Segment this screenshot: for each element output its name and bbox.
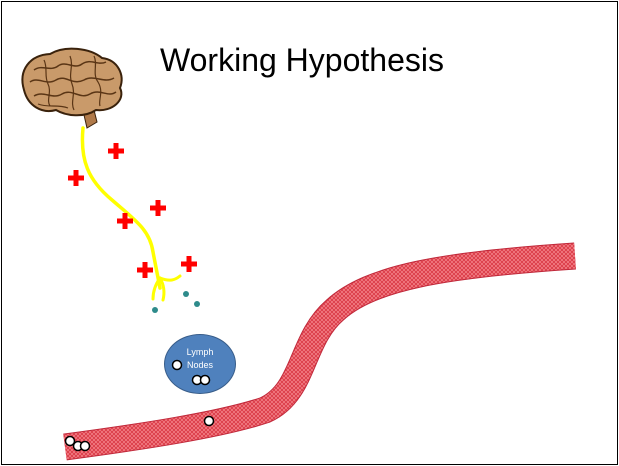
- blood-vessel: [63, 242, 576, 461]
- plus-icon: [108, 143, 124, 159]
- slide-title: Working Hypothesis: [160, 42, 444, 78]
- nerve-branch: [151, 276, 162, 301]
- plus-icon: [137, 262, 153, 278]
- cell: [203, 415, 215, 427]
- lymph-node-label: Lymph Nodes: [165, 346, 235, 372]
- particle: [152, 307, 158, 313]
- nerve-branch: [158, 274, 182, 282]
- particle: [194, 301, 200, 307]
- cell: [171, 359, 183, 371]
- particle: [183, 291, 189, 297]
- plus-icon: [68, 170, 84, 186]
- plus-signs: [68, 143, 197, 278]
- nerve-fiber: [80, 126, 182, 302]
- plus-icon: [117, 213, 133, 229]
- cell: [64, 435, 76, 447]
- cell: [79, 440, 91, 452]
- cell: [199, 374, 211, 386]
- plus-icon: [181, 256, 197, 272]
- brain-icon: [21, 47, 123, 129]
- lymph-node-label-line2: Nodes: [186, 360, 213, 370]
- lymph-node-label-line1: Lymph: [186, 347, 214, 357]
- particles: [152, 291, 200, 313]
- plus-icon: [150, 200, 166, 216]
